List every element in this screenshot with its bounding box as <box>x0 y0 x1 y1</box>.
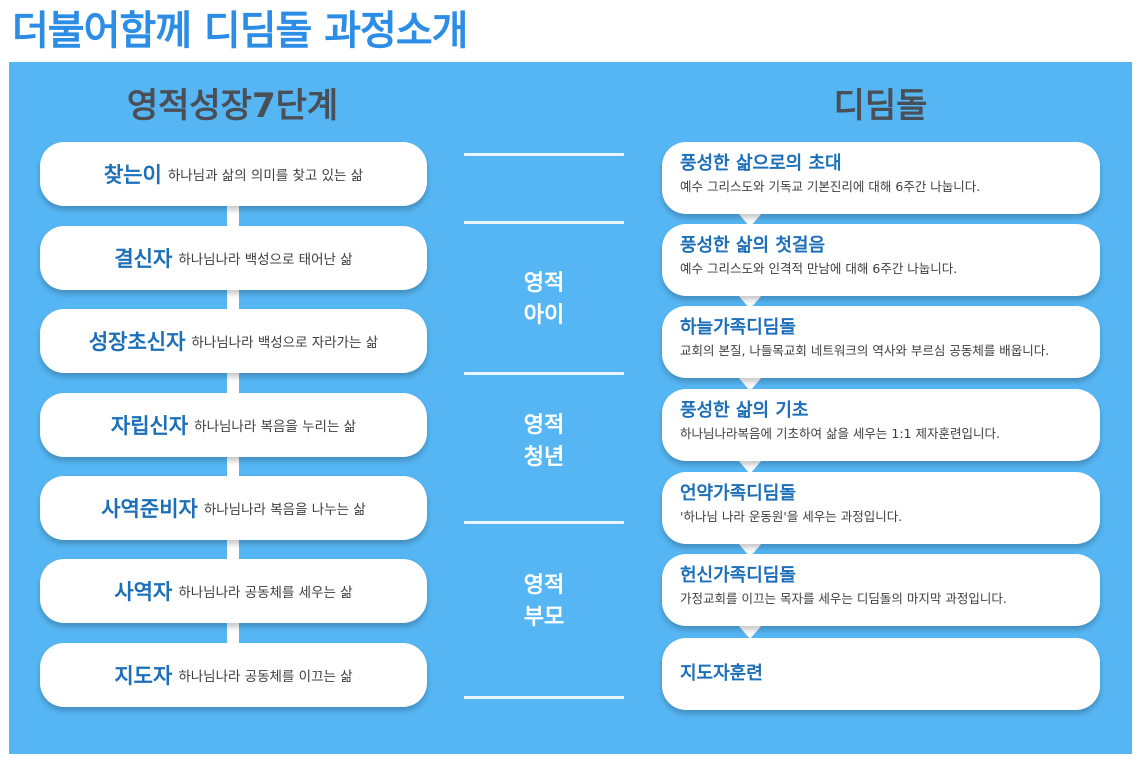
group-label-child: 영적 아이 <box>464 268 624 332</box>
stage-card: 성장초신자 하나님나라 백성으로 자라가는 삶 <box>40 309 427 373</box>
divider-line <box>464 153 624 156</box>
course-card: 풍성한 삶으로의 초대 예수 그리스도와 기독교 기본진리에 대해 6주간 나눕… <box>662 142 1100 214</box>
stage-desc: 하나님나라 백성으로 자라가는 삶 <box>191 335 379 351</box>
course-title: 풍성한 삶으로의 초대 <box>680 153 842 174</box>
course-title: 풍성한 삶의 첫걸음 <box>680 235 826 256</box>
stage-card: 지도자 하나님나라 공동체를 이끄는 삶 <box>40 643 427 707</box>
left-column-heading: 영적성장7단계 <box>126 86 339 126</box>
stage-connector <box>227 456 239 478</box>
page-title: 더불어함께 디딤돌 과정소개 <box>12 8 468 54</box>
right-column-heading: 디딤돌 <box>833 86 928 126</box>
course-card: 언약가족디딤돌 '하나님 나라 운동원'을 세우는 과정입니다. <box>662 472 1100 544</box>
course-pointer <box>738 543 762 557</box>
stage-desc: 하나님나라 복음을 나누는 삶 <box>203 502 366 518</box>
group-label-line: 영적 <box>523 573 565 598</box>
course-pointer <box>738 295 762 309</box>
course-card: 하늘가족디딤돌 교회의 본질, 나들목교회 네트워크의 역사와 부르심 공동체를… <box>662 306 1100 378</box>
group-label-line: 영적 <box>523 413 565 438</box>
stage-desc: 하나님나라 공동체를 이끄는 삶 <box>178 669 353 685</box>
stage-name: 사역자 <box>114 580 173 604</box>
course-card: 풍성한 삶의 기초 하나님나라복음에 기초하여 삶을 세우는 1:1 제자훈련입… <box>662 389 1100 461</box>
course-card: 풍성한 삶의 첫걸음 예수 그리스도와 인격적 만남에 대해 6주간 나눕니다. <box>662 224 1100 296</box>
course-pointer <box>738 213 762 227</box>
course-pointer <box>738 377 762 391</box>
stage-name: 사역준비자 <box>101 497 198 521</box>
course-desc: '하나님 나라 운동원'을 세우는 과정입니다. <box>680 509 903 524</box>
group-label-line: 영적 <box>523 271 565 296</box>
divider-line <box>464 521 624 524</box>
course-title: 지도자훈련 <box>680 663 763 684</box>
stage-desc: 하나님나라 복음을 누리는 삶 <box>194 419 357 435</box>
stage-desc: 하나님과 삶의 의미를 찾고 있는 삶 <box>167 168 364 184</box>
stage-desc: 하나님나라 백성으로 태어난 삶 <box>178 252 353 268</box>
course-title: 풍성한 삶의 기초 <box>680 400 809 421</box>
divider-line <box>464 221 624 224</box>
stage-desc: 하나님나라 공동체를 세우는 삶 <box>178 585 353 601</box>
stage-card: 사역자 하나님나라 공동체를 세우는 삶 <box>40 559 427 623</box>
stage-connector <box>227 205 239 227</box>
course-title: 하늘가족디딤돌 <box>680 317 796 338</box>
divider-line <box>464 372 624 375</box>
stage-connector <box>227 289 239 311</box>
stage-connector <box>227 622 239 644</box>
course-desc: 가정교회를 이끄는 목자를 세우는 디딤돌의 마지막 과정입니다. <box>680 591 1007 606</box>
course-desc: 예수 그리스도와 인격적 만남에 대해 6주간 나눕니다. <box>680 261 958 276</box>
group-label-line: 아이 <box>523 303 565 328</box>
course-title: 헌신가족디딤돌 <box>680 565 796 586</box>
group-label-line: 부모 <box>523 605 565 630</box>
course-title: 언약가족디딤돌 <box>680 483 796 504</box>
course-card: 헌신가족디딤돌 가정교회를 이끄는 목자를 세우는 디딤돌의 마지막 과정입니다… <box>662 554 1100 626</box>
stage-name: 자립신자 <box>110 414 189 438</box>
group-label-parent: 영적 부모 <box>464 570 624 634</box>
stage-card: 자립신자 하나님나라 복음을 누리는 삶 <box>40 393 427 457</box>
course-desc: 하나님나라복음에 기초하여 삶을 세우는 1:1 제자훈련입니다. <box>680 426 1000 441</box>
course-pointer <box>738 460 762 474</box>
course-pointer <box>738 625 762 639</box>
stage-name: 찾는이 <box>103 163 162 187</box>
stage-connector <box>227 372 239 394</box>
course-desc: 예수 그리스도와 기독교 기본진리에 대해 6주간 나눕니다. <box>680 179 981 194</box>
stage-card: 찾는이 하나님과 삶의 의미를 찾고 있는 삶 <box>40 142 427 206</box>
stage-name: 지도자 <box>114 664 173 688</box>
stage-card: 사역준비자 하나님나라 복음을 나누는 삶 <box>40 476 427 540</box>
course-desc: 교회의 본질, 나들목교회 네트워크의 역사와 부르심 공동체를 배웁니다. <box>680 343 1050 358</box>
stage-card: 결신자 하나님나라 백성으로 태어난 삶 <box>40 226 427 290</box>
group-label-line: 청년 <box>523 445 565 470</box>
stage-name: 성장초신자 <box>88 330 186 354</box>
group-label-youth: 영적 청년 <box>464 410 624 474</box>
stage-name: 결신자 <box>114 247 173 271</box>
stage-connector <box>227 539 239 561</box>
course-card: 지도자훈련 <box>662 638 1100 710</box>
divider-line <box>464 696 624 699</box>
